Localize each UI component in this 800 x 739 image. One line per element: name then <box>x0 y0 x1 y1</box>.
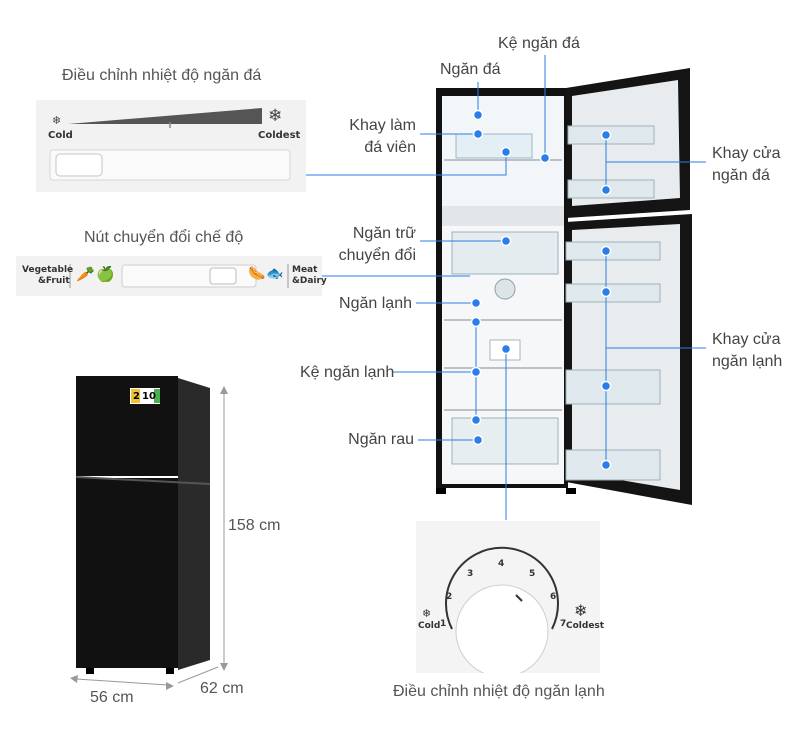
meat-label-1: Meat <box>292 265 318 275</box>
label-veg-drawer: Ngăn rau <box>348 431 414 448</box>
label-fridge: Ngăn lạnh <box>339 295 412 312</box>
callout-dot-shelf-3 <box>470 414 482 426</box>
label-ice-tray-1: Khay làm <box>349 117 416 134</box>
callout-dot-freezer <box>472 109 484 121</box>
label-fridge-door-2: ngăn lạnh <box>712 353 783 370</box>
callout-dot-ice-shelf <box>539 152 551 164</box>
callout-dot-freezer-door-2 <box>600 184 612 196</box>
callout-dot-fridge-door-4 <box>600 459 612 471</box>
mode-switch-panel: Vegetable &Fruit 🥕 🍏 🌭 🐟 Meat &Dairy <box>16 256 327 296</box>
fridge-dial-graphic <box>445 546 559 678</box>
callout-dot-fridge <box>470 297 482 309</box>
energy-efficiency-number: 10 <box>142 391 156 402</box>
dial-number-2: 2 <box>446 592 453 602</box>
fridge-control-title: Điều chỉnh nhiệt độ ngăn lạnh <box>393 683 605 700</box>
carrot-icon: 🥕 <box>76 266 95 283</box>
dial-coldest-label: Coldest <box>566 621 605 631</box>
dial-number-1: 1 <box>440 619 447 629</box>
callout-dot-fridge-door-3 <box>600 380 612 392</box>
callout-dot-shelf-2 <box>470 366 482 378</box>
callout-dot-dial <box>500 343 512 355</box>
callout-dot-freezer-switch <box>500 146 512 158</box>
width-dimension: 56 cm <box>90 689 134 706</box>
label-ice-tray-2: đá viên <box>364 139 416 156</box>
vegetable-label-1: Vegetable <box>22 265 74 275</box>
dial-number-6: 6 <box>550 592 557 602</box>
fridge-dial-panel: 1 2 3 4 5 6 7 ❄ ❄ Cold Coldest <box>416 521 604 678</box>
callout-dot-veg <box>472 434 484 446</box>
snowflake-small-icon: ❄ <box>52 115 62 127</box>
label-freezer: Ngăn đá <box>440 61 501 78</box>
height-dimension: 158 cm <box>228 517 281 534</box>
vegetable-label-2: &Fruit <box>38 276 70 286</box>
dial-cold-label: Cold <box>418 621 441 631</box>
meat-label-2: &Dairy <box>292 276 327 286</box>
freezer-cold-label: Cold <box>48 130 73 141</box>
mode-switch-title: Nút chuyển đổi chế độ <box>84 229 244 246</box>
callout-dot-ice-tray <box>472 128 484 140</box>
freezer-control-title: Điều chỉnh nhiệt độ ngăn đá <box>62 67 262 84</box>
dial-snowflake-large-icon: ❄ <box>574 603 588 620</box>
dial-number-4: 4 <box>498 559 505 569</box>
callout-dot-fridge-door-1 <box>600 245 612 257</box>
closed-fridge-image <box>75 376 211 674</box>
label-freezer-door-2: ngăn đá <box>712 167 770 184</box>
label-fridge-door-1: Khay cửa <box>712 331 781 348</box>
dial-number-5: 5 <box>529 569 536 579</box>
label-ice-shelf: Kệ ngăn đá <box>498 35 580 52</box>
freezer-coldest-label: Coldest <box>258 130 301 141</box>
energy-star-number: 2 <box>133 391 140 402</box>
label-freezer-door-1: Khay cửa <box>712 145 781 162</box>
freezer-control-panel: ❄ ❄ Cold Coldest <box>36 100 306 192</box>
depth-dimension: 62 cm <box>200 680 244 697</box>
label-convertible-1: Ngăn trữ <box>352 225 416 242</box>
fish-icon: 🐟 <box>266 265 284 281</box>
label-fridge-shelf: Kệ ngăn lạnh <box>300 364 395 381</box>
snowflake-large-icon: ❄ <box>268 106 283 125</box>
callout-dot-convertible <box>500 235 512 247</box>
dial-snowflake-small-icon: ❄ <box>422 608 432 620</box>
label-convertible-2: chuyển đổi <box>338 247 416 264</box>
callout-dot-fridge-door-2 <box>600 286 612 298</box>
freezer-slider-graphic <box>49 108 291 181</box>
dial-number-7: 7 <box>560 619 567 629</box>
callout-dot-shelf-1 <box>470 316 482 328</box>
callout-dot-freezer-door-1 <box>600 129 612 141</box>
dial-number-3: 3 <box>467 569 474 579</box>
sausage-icon: 🌭 <box>248 265 266 281</box>
apple-icon: 🍏 <box>96 266 115 283</box>
mode-switch-graphic <box>69 264 289 288</box>
